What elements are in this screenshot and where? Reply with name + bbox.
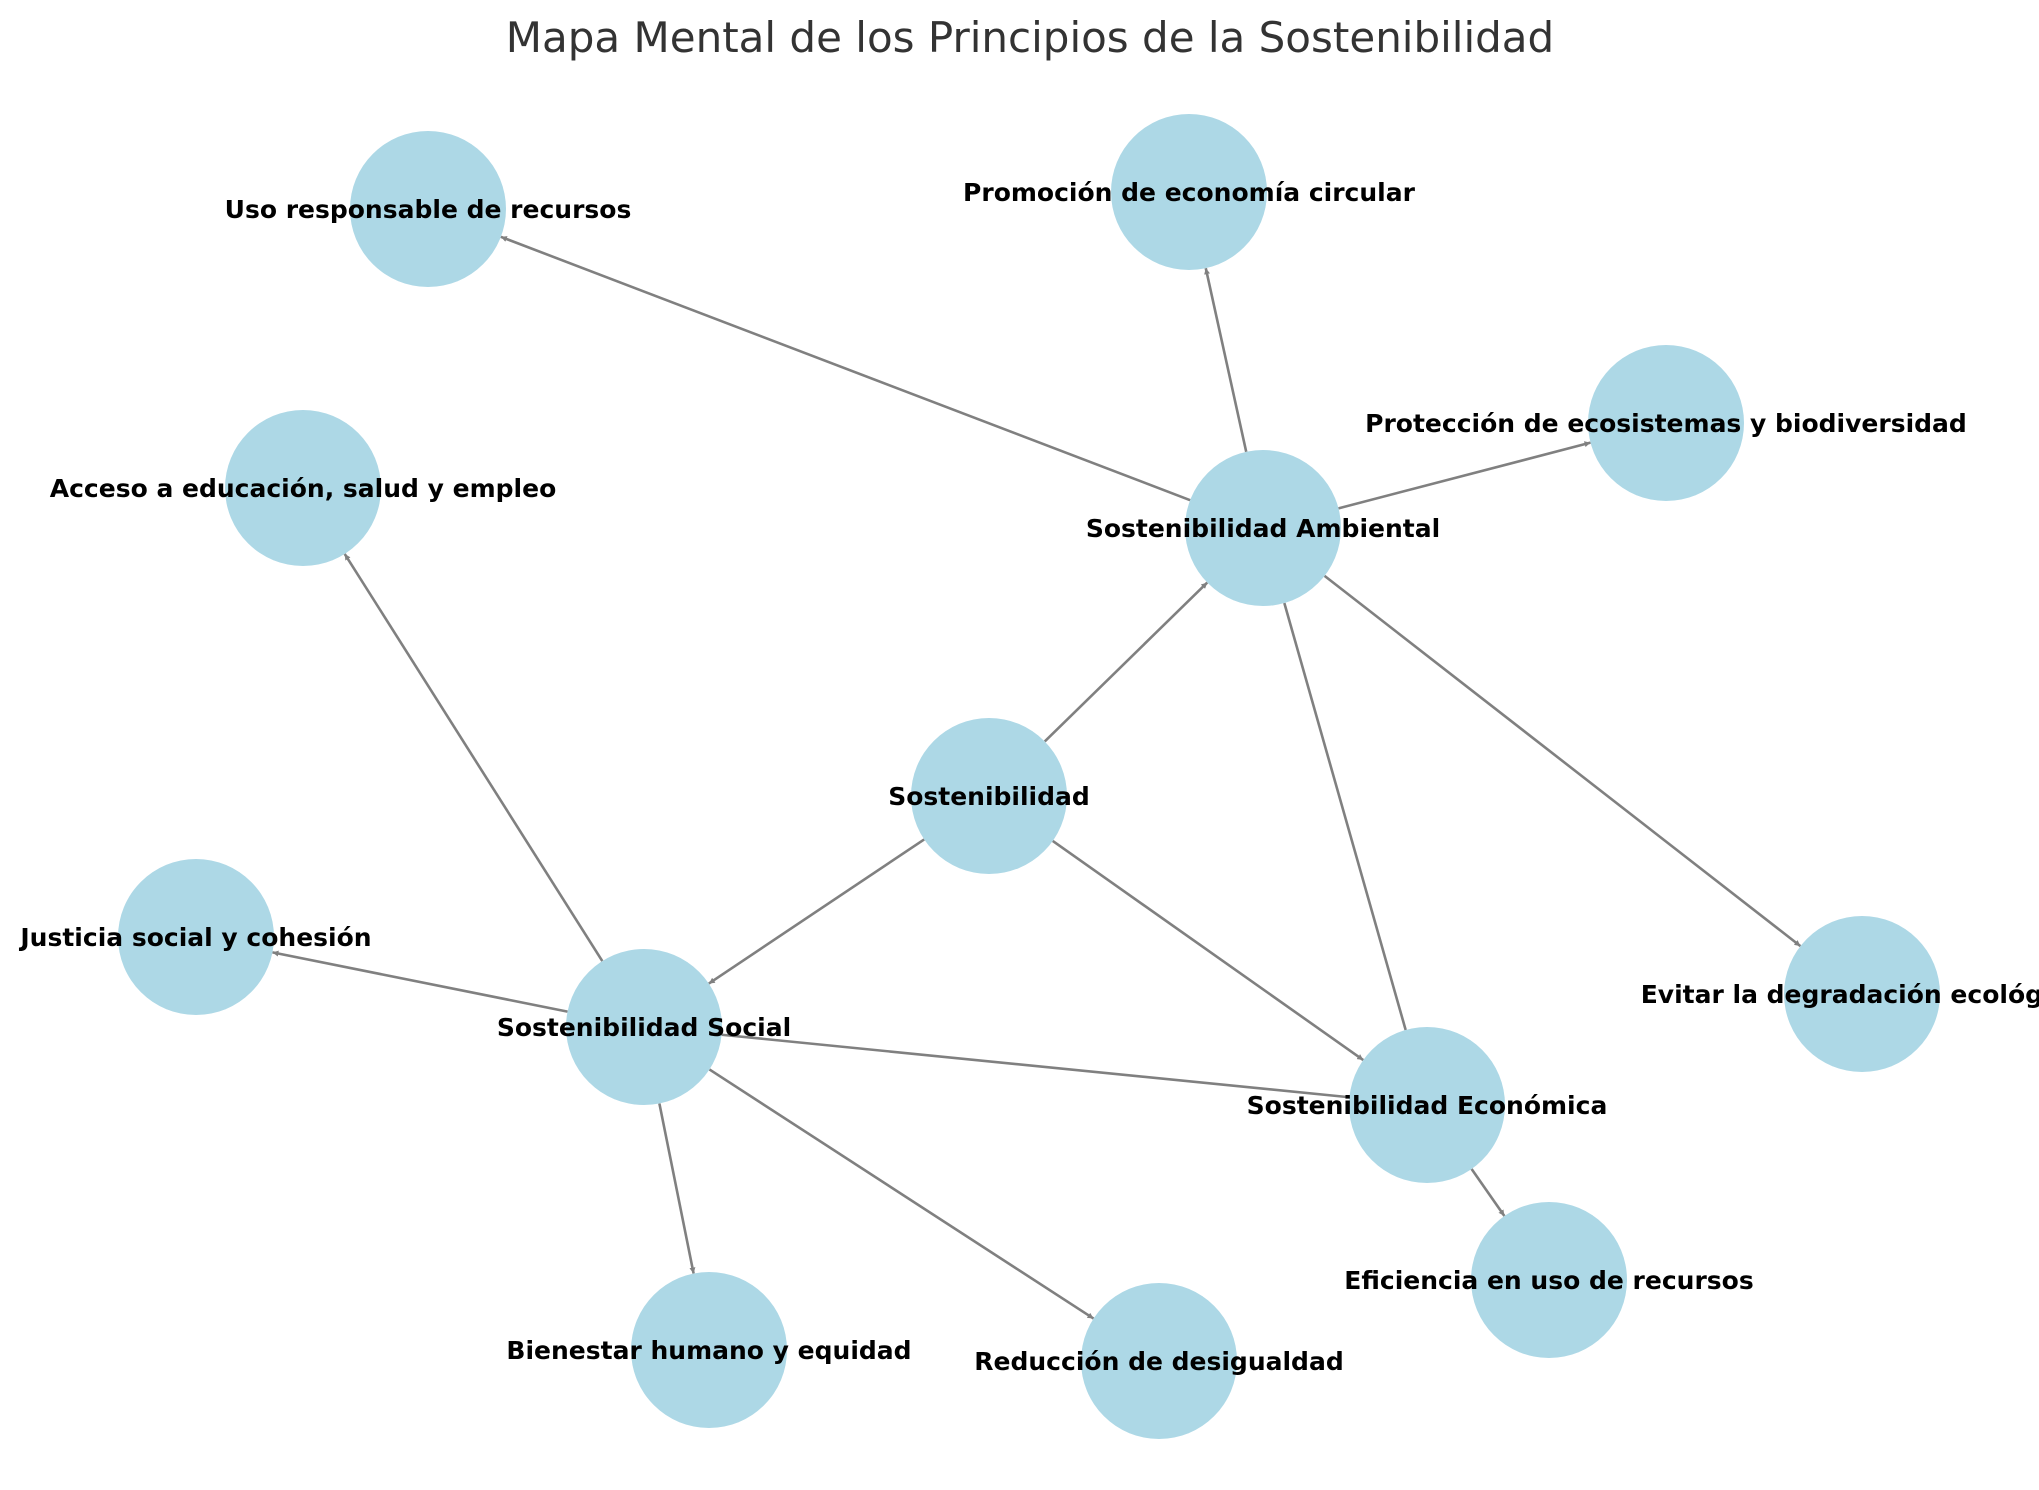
edge-social-to-desigualdad	[708, 1068, 1095, 1320]
node-economia-circular	[1111, 114, 1267, 270]
node-label-justicia: Justicia social y cohesión	[18, 923, 371, 952]
node-label-ambiental: Sostenibilidad Ambiental	[1086, 514, 1440, 543]
node-label-economica: Sostenibilidad Económica	[1247, 1091, 1608, 1120]
node-label-acceso: Acceso a educación, salud y empleo	[50, 474, 557, 503]
edge-ambiental-to-economia-circular	[1204, 267, 1248, 453]
node-label-sostenibilidad: Sostenibilidad	[888, 782, 1090, 811]
edge-economica-to-eficiencia	[1470, 1168, 1506, 1217]
edge-sostenibilidad-to-social	[708, 838, 925, 985]
edge-sostenibilidad-to-economica	[1051, 839, 1365, 1062]
node-desigualdad	[1081, 1283, 1237, 1439]
node-economica	[1349, 1027, 1505, 1183]
edge-social-to-acceso	[343, 553, 604, 962]
node-label-eficiencia: Eficiencia en uso de recursos	[1344, 1266, 1753, 1295]
node-label-desigualdad: Reducción de desigualdad	[974, 1347, 1343, 1376]
edge-social-to-justicia	[272, 950, 568, 1013]
edges-layer	[272, 235, 1802, 1320]
edge-social-to-economica	[721, 1033, 1350, 1099]
edge-ambiental-to-uso-responsable	[500, 235, 1191, 502]
node-label-economia-circular: Promoción de economía circular	[963, 178, 1416, 207]
edge-ambiental-to-degradacion	[1323, 574, 1802, 948]
node-sostenibilidad	[911, 718, 1067, 874]
edge-ambiental-to-economica	[1283, 602, 1407, 1031]
node-label-ecosistemas: Protección de ecosistemas y biodiversida…	[1365, 409, 1967, 438]
node-social	[566, 949, 722, 1105]
labels-layer: Sostenibilidad Sostenibilidad AmbientalSo…	[18, 178, 2039, 1376]
node-label-bienestar: Bienestar humano y equidad	[506, 1336, 911, 1365]
node-bienestar	[631, 1272, 787, 1428]
node-label-degradacion: Evitar la degradación ecológica	[1641, 980, 2039, 1009]
node-label-social: Sostenibilidad Social	[497, 1013, 791, 1042]
node-label-uso-responsable: Uso responsable de recursos	[225, 195, 632, 224]
edge-sostenibilidad-to-ambiental	[1043, 581, 1209, 743]
edge-ambiental-to-ecosistemas	[1338, 441, 1591, 510]
node-eficiencia	[1471, 1202, 1627, 1358]
nodes-layer	[118, 114, 1940, 1439]
node-acceso	[225, 410, 381, 566]
node-uso-responsable	[350, 131, 506, 287]
diagram-title: Mapa Mental de los Principios de la Sost…	[506, 13, 1554, 62]
node-ecosistemas	[1588, 345, 1744, 501]
edge-social-to-bienestar	[658, 1103, 696, 1274]
node-degradacion	[1784, 916, 1940, 1072]
node-justicia	[118, 859, 274, 1015]
node-ambiental	[1185, 450, 1341, 606]
